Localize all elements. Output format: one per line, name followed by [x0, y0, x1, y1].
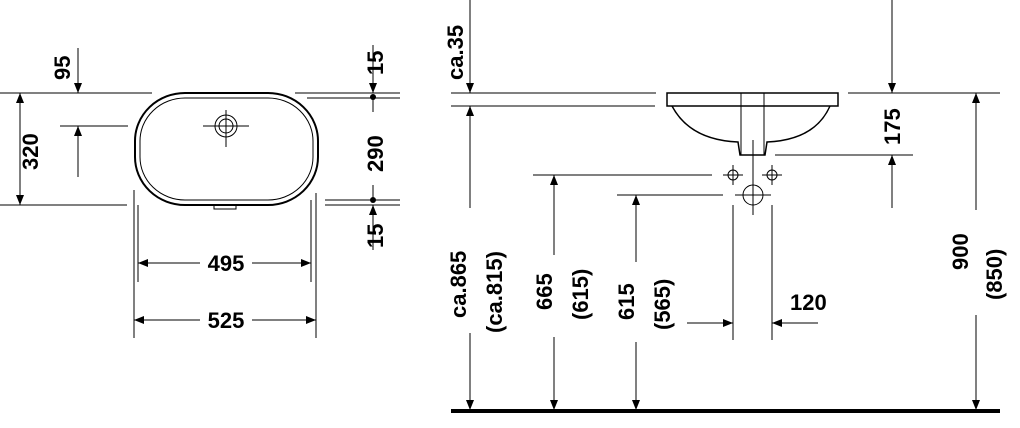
dim-15-top: 15 — [363, 51, 388, 75]
dim-15-bottom: 15 — [363, 224, 388, 248]
dim-615: (615) — [568, 269, 593, 320]
drain-outlet-icon — [735, 180, 771, 215]
dim-900: 900 — [948, 233, 973, 270]
dim-95: 95 — [50, 56, 75, 80]
dim-ca865: ca.865 — [446, 251, 471, 318]
supply-valve-icon — [723, 165, 743, 185]
overflow-icon — [213, 204, 237, 210]
dim-120: 120 — [790, 290, 827, 315]
dim-665: 665 — [532, 273, 557, 310]
basin-bowl — [671, 105, 831, 156]
side-view: ca.35 175 900 (850) ca.865 (ca.815) 665 … — [443, 0, 1007, 413]
dim-320: 320 — [18, 133, 43, 170]
basin-rim — [666, 92, 839, 107]
dim-565: (565) — [650, 279, 675, 330]
dim-615-drain: 615 — [614, 283, 639, 320]
basin-inner — [139, 97, 314, 201]
dim-ca815: (ca.815) — [482, 251, 507, 333]
basin-outline — [134, 92, 319, 206]
dim-175: 175 — [880, 108, 905, 145]
top-view: 320 95 495 525 15 290 15 — [0, 45, 400, 338]
dim-290: 290 — [363, 135, 388, 172]
dim-ca35: ca.35 — [443, 25, 468, 80]
supply-valve-icon — [762, 165, 782, 185]
dim-850: (850) — [982, 249, 1007, 300]
dim-495: 495 — [208, 251, 245, 276]
dim-525: 525 — [208, 308, 245, 333]
